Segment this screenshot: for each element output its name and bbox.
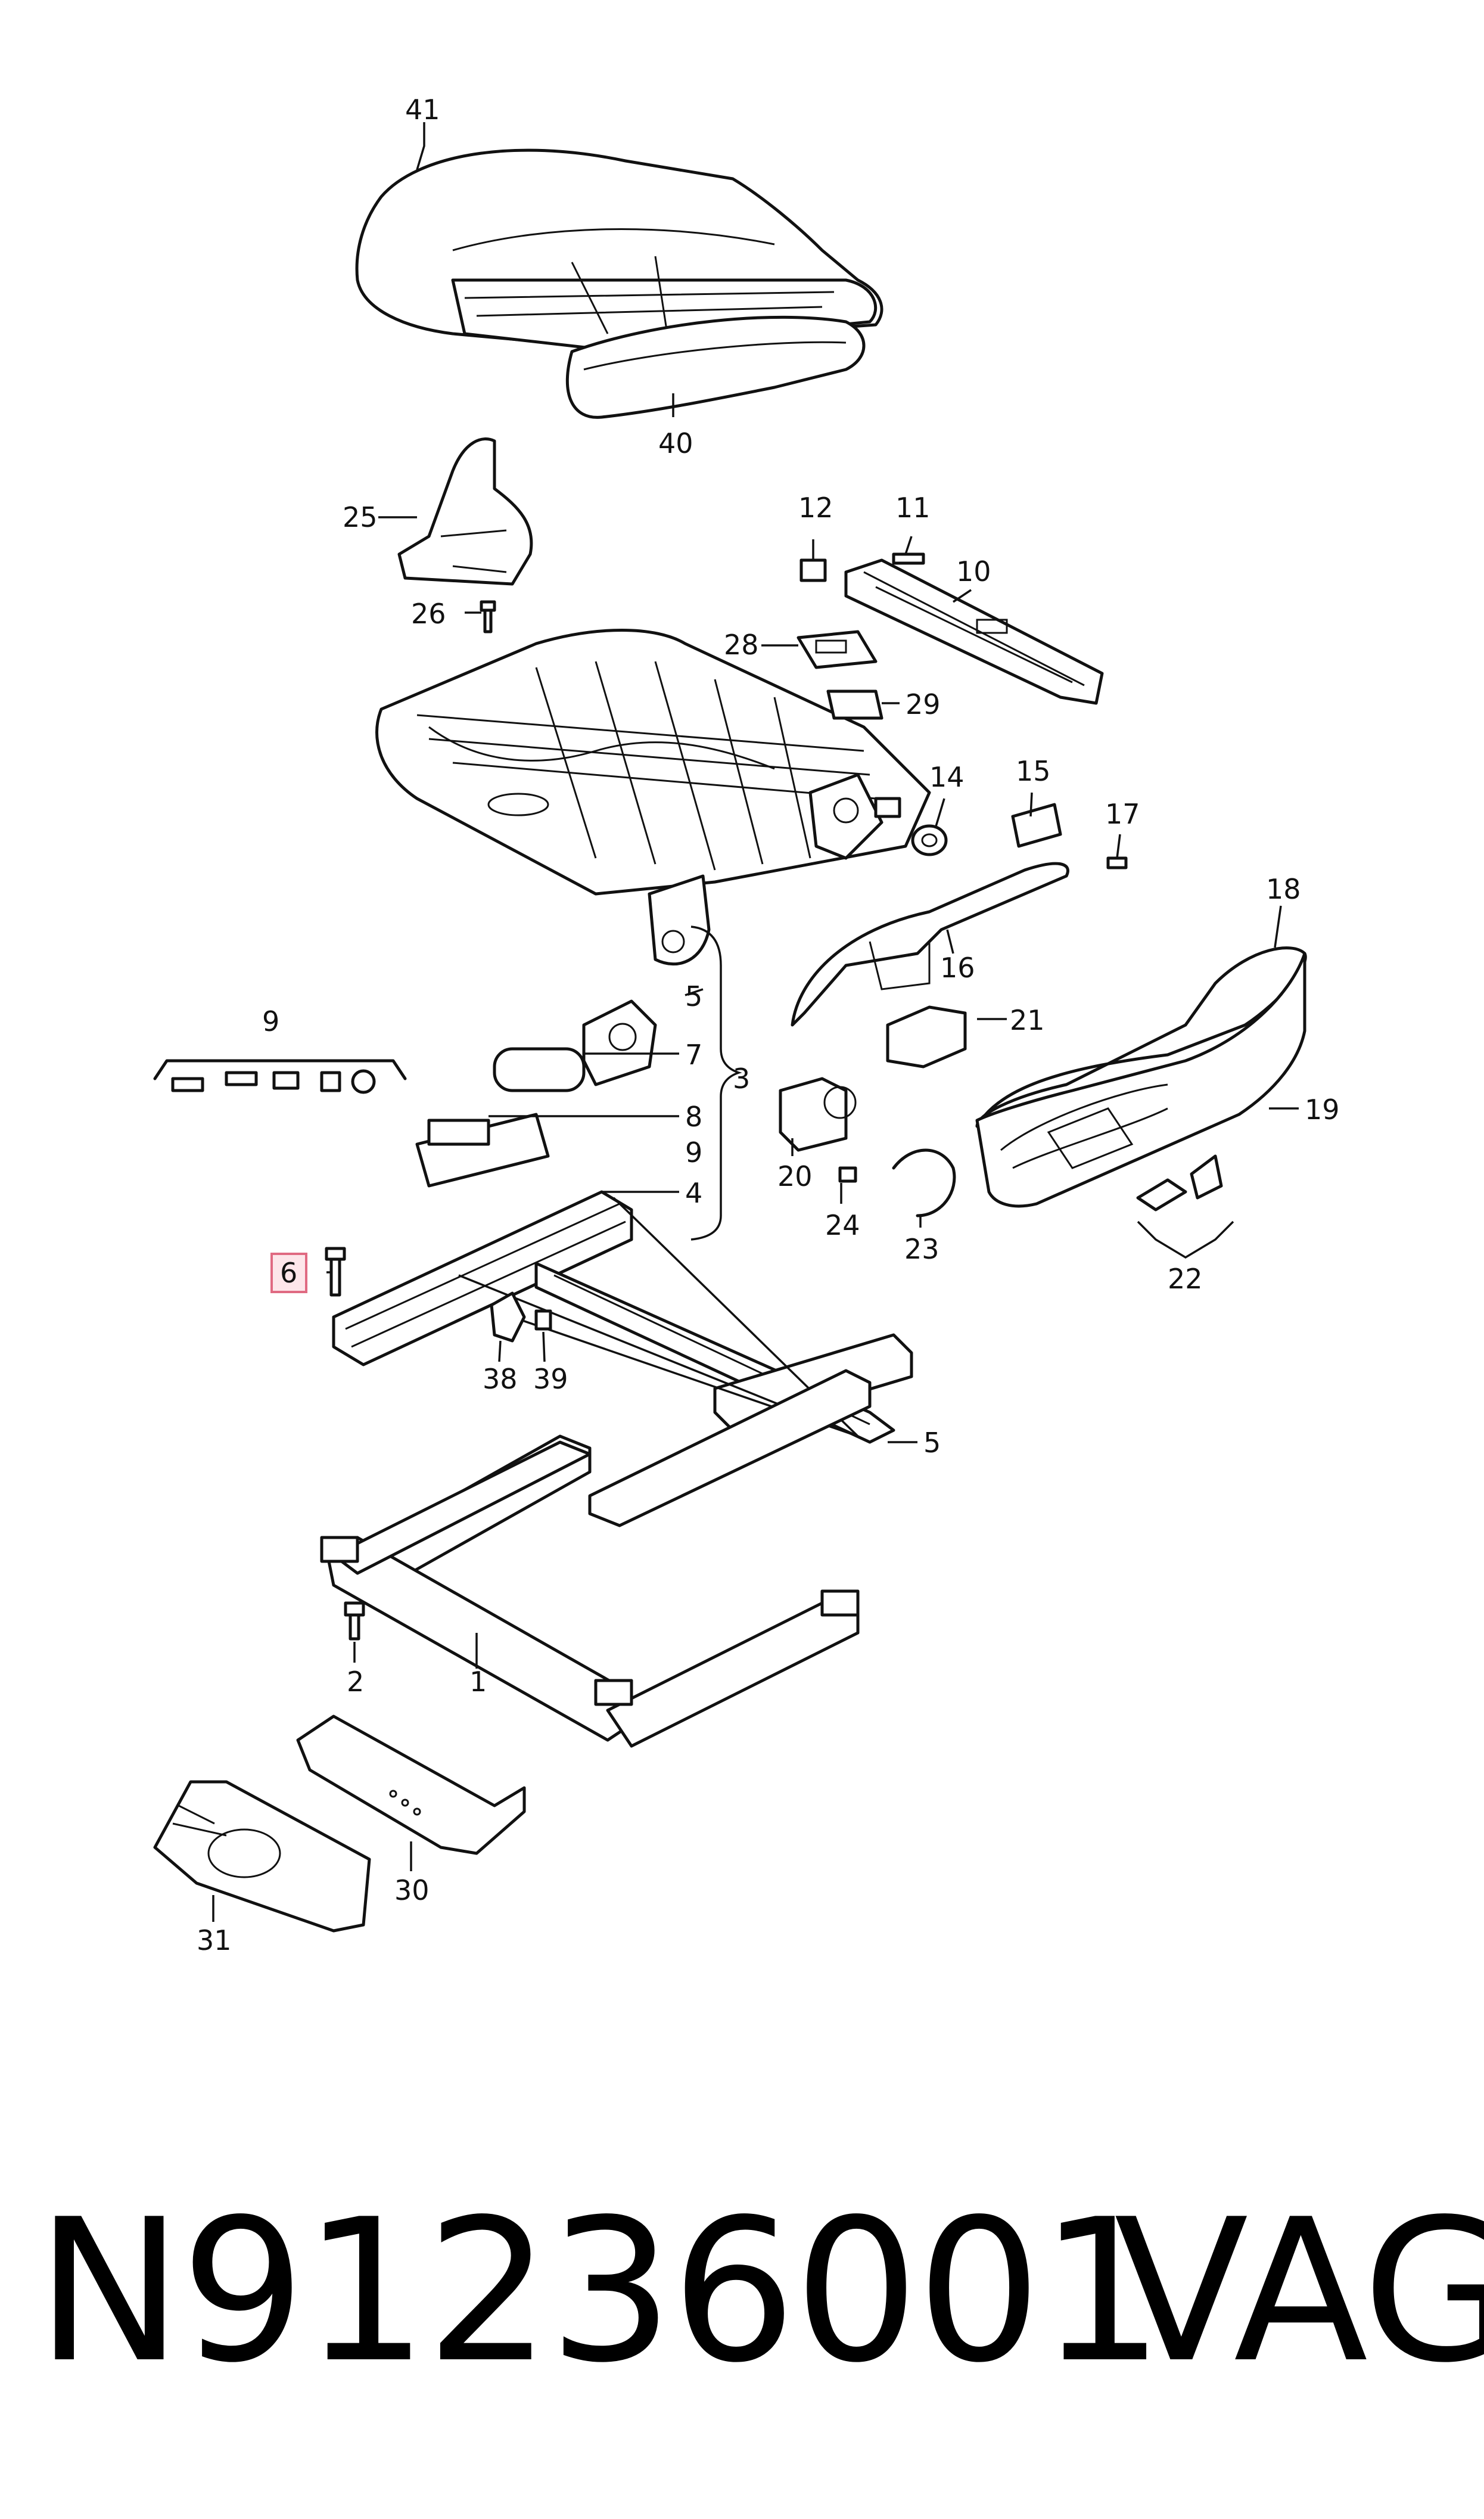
callout-28: 28 [724,629,759,661]
callout-29: 29 [906,688,941,720]
callout-24: 24 [825,1209,860,1241]
connector-20 [779,1077,857,1152]
callout-16: 16 [940,952,975,984]
callout-40: 40 [658,427,693,459]
ring-23 [892,1148,956,1217]
button-set-22 [1136,1154,1223,1212]
motor-8 [415,1113,550,1188]
callout-2: 2 [347,1666,364,1698]
callout-30: 30 [394,1874,430,1906]
cable-16 [791,862,1069,1027]
callout-7: 7 [685,1039,702,1071]
callout-41: 41 [405,94,440,126]
screw-set-9 [153,1059,407,1094]
callout-23: 23 [904,1233,939,1265]
callout-3: 3 [733,1063,750,1095]
side-panel-18 [975,946,1307,1208]
side-trim-cover [397,437,533,586]
callout-38: 38 [483,1363,518,1395]
bolt-26 [480,600,496,633]
callout-5-bottom: 5 [923,1427,941,1459]
callout-15: 15 [1016,755,1051,787]
bolt-17 [1106,856,1128,869]
cover-30 [296,1714,526,1855]
callout-12: 12 [798,492,833,524]
leader-lines [212,122,1299,1922]
callout-39: 39 [533,1363,568,1395]
callout-1: 1 [469,1666,487,1698]
bracket-28 [797,630,878,669]
callout-31: 31 [197,1924,232,1956]
clip-24 [838,1166,857,1183]
base-frame [320,1440,860,1748]
callout-25: 25 [343,501,378,533]
callout-17: 17 [1105,798,1140,830]
motor-7 [493,999,657,1092]
callout-6: 6 [280,1257,297,1289]
callout-5-top: 5 [685,980,702,1012]
callout-4: 4 [685,1177,702,1209]
clip-38 [490,1291,526,1343]
callout-9-rail: 9 [685,1136,702,1169]
callout-19: 19 [1305,1094,1340,1126]
bracket-15 [1011,803,1062,848]
exploded-parts-diagram: 41 40 25 26 12 11 10 28 29 14 15 17 16 1… [153,94,1340,1956]
callout-8: 8 [685,1101,702,1133]
clip-12 [799,558,827,582]
callout-20: 20 [777,1160,813,1192]
brand-name: VAG [1114,2177,1484,2406]
switch-module-21 [886,1005,967,1069]
bolt-11 [892,552,925,565]
callout-labels: 41 40 25 26 12 11 10 28 29 14 15 17 16 1… [197,94,1340,1956]
bolt-2 [344,1601,365,1641]
callout-14: 14 [929,761,965,793]
seat-frame [375,629,931,966]
bolt-39 [534,1309,552,1331]
bushing-14 [911,824,948,856]
highlight-box [270,1253,307,1293]
part-number: N91236001 [36,2177,1165,2406]
callout-21: 21 [1010,1004,1045,1036]
seat-cushion-pad [565,315,866,419]
cupholder-31 [153,1780,371,1933]
callout-26: 26 [411,598,446,630]
callout-11: 11 [895,492,931,524]
module-29 [826,689,883,720]
group-3-brace [690,925,742,1241]
group-9-brace [1137,1220,1234,1259]
callout-10: 10 [956,555,991,588]
callout-22: 22 [1168,1263,1203,1295]
footer: N91236001 VAG [0,2193,1484,2443]
callout-18: 18 [1266,873,1301,905]
callout-9-screws: 9 [262,1005,279,1038]
screw-6 [325,1247,346,1297]
lower-rail-pair [368,1369,872,1581]
guide-rail-10 [844,558,1104,705]
